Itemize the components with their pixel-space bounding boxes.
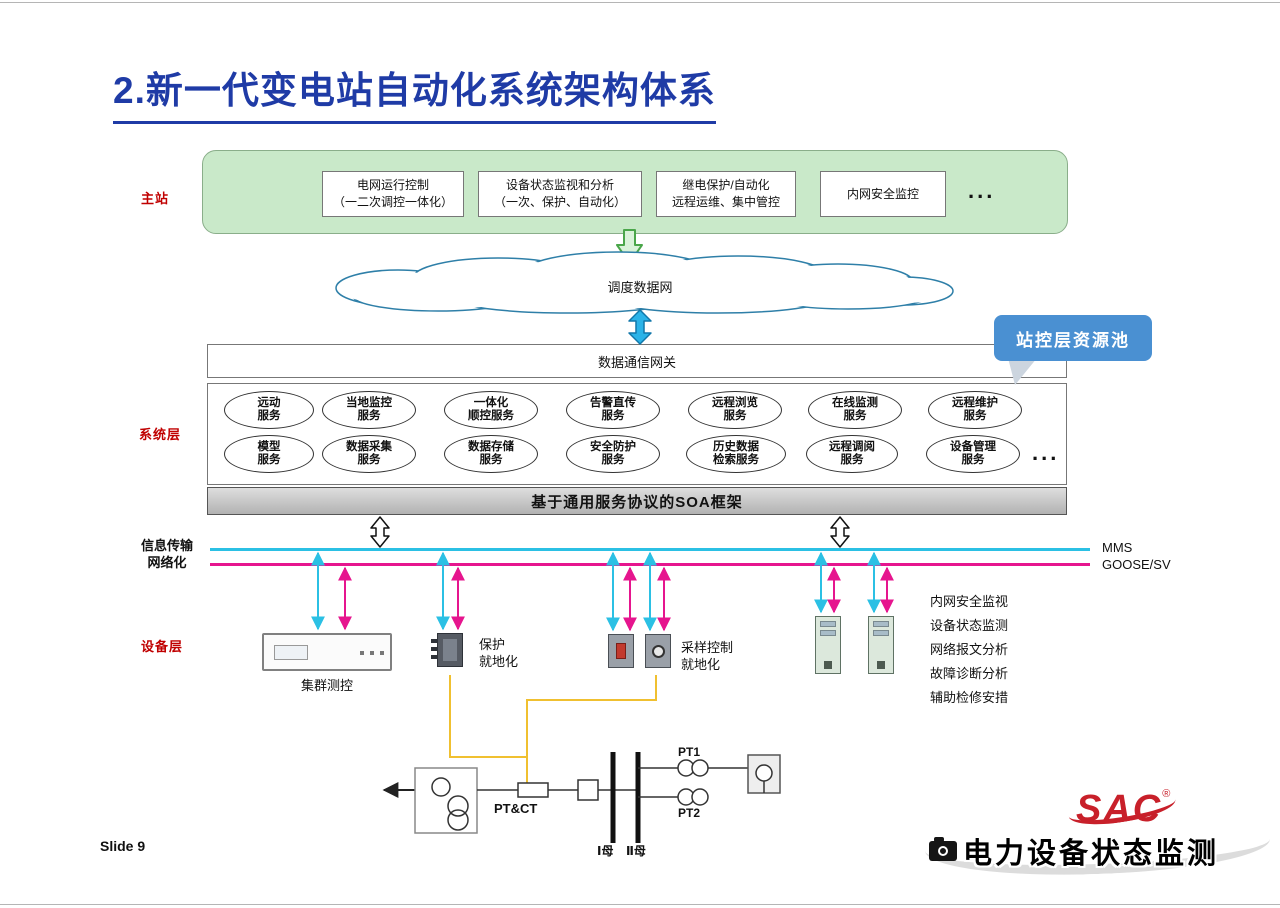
data-gateway-bar: 数据通信网关	[207, 344, 1067, 378]
cabinet-indicator	[877, 661, 885, 669]
service-ellipsis: ...	[1032, 440, 1060, 465]
pt2-label: PT2	[678, 806, 701, 820]
service-telecontrol: 远动 服务	[224, 391, 314, 429]
slide-bottom-edge	[0, 904, 1280, 905]
sampling-device-1	[608, 634, 634, 668]
callout-tail	[1008, 358, 1037, 385]
list-item: 网络报文分析	[930, 642, 1009, 657]
camera-icon	[929, 837, 957, 861]
monitoring-cabinet-2	[868, 616, 894, 674]
master-station-label: 主站	[141, 191, 170, 206]
service-data-storage: 数据存储 服务	[444, 435, 538, 473]
slide-number: Slide 9	[100, 838, 146, 854]
device-pin	[431, 655, 438, 659]
logo-text: SAC	[1076, 788, 1163, 830]
monitoring-cabinet-1	[815, 616, 841, 674]
cabinet-indicator	[824, 661, 832, 669]
blue-double-arrow	[628, 309, 652, 345]
ptct-label: PT&CT	[494, 801, 538, 816]
pt1-label: PT1	[678, 745, 701, 759]
station-resource-pool-callout: 站控层资源池	[994, 315, 1152, 361]
master-box-grid-operation: 电网运行控制 （一二次调控一体化）	[322, 171, 464, 217]
service-security-protection: 安全防护 服务	[566, 435, 660, 473]
page-title: 2.新一代变电站自动化系统架构体系	[113, 60, 716, 124]
device-face	[443, 639, 457, 661]
cabinet-slot	[820, 621, 836, 627]
service-history-retrieval: 历史数据 检索服务	[686, 435, 786, 473]
service-remote-access: 远程调阅 服务	[806, 435, 898, 473]
service-remote-maintenance: 远程维护 服务	[928, 391, 1022, 429]
cabinet-slot	[873, 630, 889, 636]
bus2-label: Ⅱ母	[626, 844, 646, 858]
system-layer-label: 系统层	[139, 427, 182, 442]
device-dial	[651, 644, 665, 658]
service-local-monitoring: 当地监控 服务	[322, 391, 416, 429]
soa-framework-bar: 基于通用服务协议的SOA框架	[207, 487, 1067, 515]
device-pin	[431, 647, 438, 651]
cabinet-slot	[820, 630, 836, 636]
device-layer-label: 设备层	[141, 639, 184, 654]
service-alarm-direct: 告警直传 服务	[566, 391, 660, 429]
cluster-measurement-device	[262, 633, 392, 671]
cluster-device-label: 集群测控	[300, 678, 353, 693]
device-pin	[431, 639, 438, 643]
list-item: 故障诊断分析	[930, 666, 1009, 681]
goose-sv-bus-line	[210, 563, 1090, 566]
list-item: 辅助检修安措	[930, 690, 1009, 705]
camera-icon-top	[934, 837, 944, 842]
service-integrated-sequence-control: 一体化 顺控服务	[444, 391, 538, 429]
monitoring-function-list: 内网安全监视 设备状态监测 网络报文分析 故障诊断分析 辅助检修安措	[930, 590, 1008, 710]
list-item: 内网安全监视	[930, 594, 1009, 609]
service-data-acquisition: 数据采集 服务	[322, 435, 416, 473]
master-ellipsis: ...	[968, 178, 996, 203]
device-led	[360, 651, 364, 655]
slide-top-edge	[0, 2, 1280, 3]
dispatch-network-cloud	[335, 251, 954, 314]
service-online-monitoring: 在线监测 服务	[808, 391, 902, 429]
goose-sv-label: GOOSE/SV	[1102, 557, 1171, 572]
camera-icon-lens	[938, 846, 948, 856]
service-remote-browse: 远程浏览 服务	[688, 391, 782, 429]
master-box-relay-protection: 继电保护/自动化 远程运维、集中管控	[656, 171, 796, 217]
info-transmission-label: 信息传输 网络化	[140, 538, 193, 570]
sampling-device-2	[645, 634, 671, 668]
sac-logo: SAC®	[1066, 785, 1178, 831]
sampling-local-label: 采样控制 就地化	[681, 640, 734, 672]
bus1-label: Ⅰ母	[597, 844, 614, 858]
service-model: 模型 服务	[224, 435, 314, 473]
device-led	[370, 651, 374, 655]
device-indicator	[616, 643, 626, 659]
device-screen	[274, 645, 308, 660]
logo-registered-mark: ®	[1162, 788, 1171, 800]
master-box-equipment-monitoring: 设备状态监视和分析 （一次、保护、自动化）	[478, 171, 642, 217]
dispatch-network-label: 调度数据网	[607, 280, 673, 295]
watermark-text: 电力设备状态监测	[963, 838, 1220, 870]
device-led	[380, 651, 384, 655]
cabinet-slot	[873, 621, 889, 627]
protection-device	[431, 633, 463, 667]
mms-label: MMS	[1102, 540, 1133, 555]
mms-bus-line	[210, 548, 1090, 551]
master-box-intranet-security: 内网安全监控	[820, 171, 946, 217]
list-item: 设备状态监测	[930, 618, 1009, 633]
protection-local-label: 保护 就地化	[479, 637, 519, 669]
service-equipment-management: 设备管理 服务	[926, 435, 1020, 473]
